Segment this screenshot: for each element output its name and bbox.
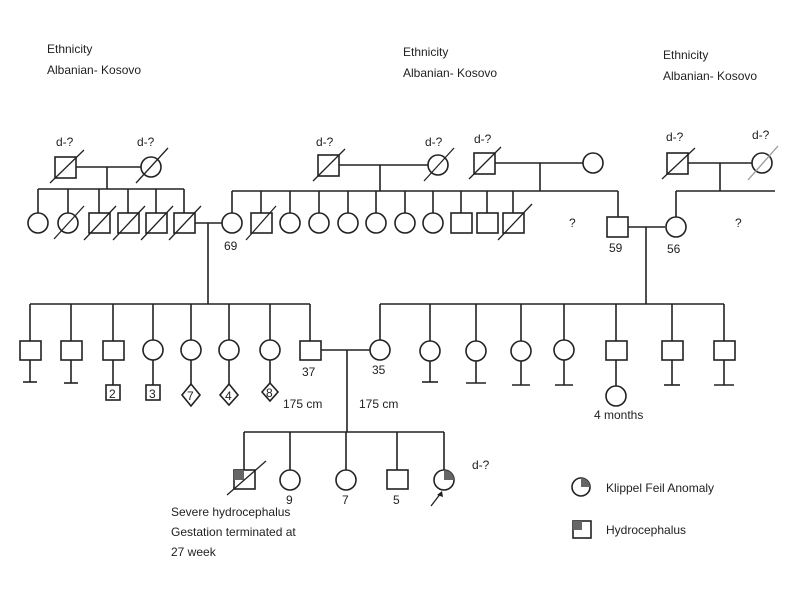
age-label: 69	[224, 239, 238, 253]
unknown-siblings-label: ?	[569, 216, 576, 230]
age-label: 9	[286, 493, 293, 507]
deceased-slash	[661, 147, 696, 180]
age-label: 37	[302, 365, 316, 379]
age-label: 7	[342, 493, 349, 507]
female	[582, 152, 604, 174]
female	[394, 212, 416, 234]
female-infertile	[510, 340, 532, 362]
deceased-label: d-?	[472, 458, 490, 472]
offspring-count: 3	[149, 387, 156, 401]
offspring-count-male	[145, 384, 161, 401]
age-label: 59	[609, 241, 623, 255]
male	[605, 340, 628, 361]
male	[450, 212, 473, 234]
deceased-label: d-?	[752, 128, 770, 142]
male-infertile	[19, 340, 42, 361]
height-label: 175 cm	[283, 397, 322, 411]
deceased-label: d-?	[137, 135, 155, 149]
ethnicity-label-right: Ethnicity	[663, 48, 708, 62]
ethnicity-label-middle: Ethnicity	[403, 45, 448, 59]
female	[335, 469, 357, 491]
female-wife-35	[369, 339, 391, 361]
offspring-count-male	[105, 384, 121, 401]
deceased-slash	[423, 147, 455, 182]
gen1-middle-couples: d-? d-? d-?	[232, 132, 618, 192]
deceased-slash	[747, 145, 779, 181]
unknown-siblings-label: ?	[735, 216, 742, 230]
male-husband-37	[299, 340, 322, 361]
age-label: 35	[372, 363, 386, 377]
ethnicity-value-middle: Albanian- Kosovo	[403, 66, 497, 80]
legend: Klippel Feil Anomaly Hydrocephalus	[571, 477, 714, 539]
offspring-count: 8	[266, 386, 273, 400]
female	[279, 469, 301, 491]
gen3-right-sibship: 35 175 cm 4 months	[359, 303, 736, 422]
deceased-label: d-?	[56, 135, 74, 149]
gen2-right-sibship: 56 ?	[665, 191, 742, 256]
offspring-count-diamond	[260, 381, 280, 403]
legend-label: Hydrocephalus	[606, 523, 686, 537]
gen1-right-couple: d-? d-?	[661, 128, 779, 192]
gen2-left-sibship	[27, 189, 222, 304]
ethnicity-value-right: Albanian- Kosovo	[663, 69, 757, 83]
female	[337, 212, 359, 234]
female-infertile	[419, 340, 441, 362]
deceased-slash	[312, 148, 346, 182]
male-infertile	[661, 340, 684, 361]
offspring-count: 4	[225, 389, 232, 403]
male	[476, 212, 499, 234]
female	[218, 339, 240, 361]
female	[279, 212, 301, 234]
offspring-count-diamond	[218, 382, 240, 407]
ethnicity-value-left: Albanian- Kosovo	[47, 63, 141, 77]
age-label: 5	[393, 493, 400, 507]
gen1-left-couple: d-? d-?	[38, 135, 184, 190]
male-infertile	[60, 340, 83, 361]
female	[365, 212, 387, 234]
deceased-slash	[468, 146, 502, 180]
female	[308, 212, 330, 234]
female-wife	[221, 212, 243, 234]
gen3-left-sibship: 2 3 7 4 8 37 175 cm	[19, 303, 370, 432]
female-infertile	[553, 339, 575, 361]
deceased-label: d-?	[316, 135, 334, 149]
female-infertile	[465, 340, 487, 362]
female-56	[665, 216, 687, 238]
female	[27, 212, 49, 234]
klippel-feil-fill	[444, 470, 454, 480]
male	[102, 340, 125, 361]
gen2-middle-sibship: 69 ? 59	[221, 191, 665, 304]
proband-arrow-head	[437, 491, 443, 497]
hydrocephalus-fill	[234, 470, 244, 480]
annotation-line-3: 27 week	[171, 545, 217, 559]
gen4-sibship: 9 7 5 d-? Severe hydrocephalus Gestation…	[171, 431, 490, 559]
male-59	[606, 216, 629, 238]
annotation-line-1: Severe hydrocephalus	[171, 505, 290, 519]
deceased-slash	[135, 147, 169, 184]
deceased-label: d-?	[474, 132, 492, 146]
age-label: 56	[667, 242, 681, 256]
annotation-line-2: Gestation terminated at	[171, 525, 296, 539]
offspring-count-diamond	[180, 382, 202, 408]
female	[180, 339, 202, 361]
offspring-count: 7	[187, 389, 194, 403]
deceased-slash	[49, 149, 85, 184]
female	[142, 339, 164, 361]
ethnicity-label-left: Ethnicity	[47, 42, 92, 56]
deceased-label: d-?	[425, 135, 443, 149]
male	[386, 469, 409, 490]
legend-label: Klippel Feil Anomaly	[606, 481, 714, 495]
deceased-label: d-?	[666, 130, 684, 144]
age-label: 4 months	[594, 408, 643, 422]
female-grandchild	[605, 385, 627, 407]
female	[422, 212, 444, 234]
height-label: 175 cm	[359, 397, 398, 411]
offspring-count: 2	[109, 387, 116, 401]
male-infertile	[713, 340, 736, 361]
female	[259, 339, 281, 361]
